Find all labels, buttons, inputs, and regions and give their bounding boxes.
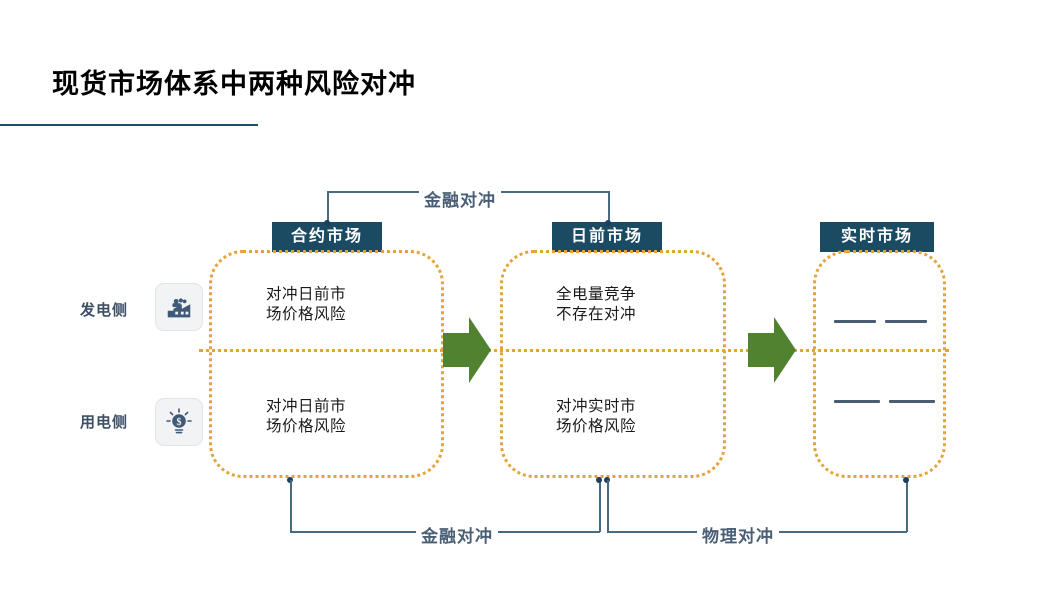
market-box-contract[interactable]: [209, 250, 444, 478]
cell-contract-generation: 对冲日前市 场价格风险: [266, 286, 347, 323]
market-header-contract[interactable]: 合约市场: [272, 222, 382, 252]
redacted-dashes-consumption: [834, 400, 935, 403]
top-connector-left-vertical: [327, 191, 329, 223]
top-connector-right-vertical: [608, 191, 610, 223]
cell-dayahead-consumption: 对冲实时市 场价格风险: [556, 398, 637, 435]
title-underline-rule: [0, 124, 258, 126]
connector-label-physical-hedge: 物理对冲: [697, 522, 779, 547]
bottom-right-connector-vertical-start: [607, 480, 609, 532]
connector-label-top-financial-hedge: 金融对冲: [419, 186, 501, 211]
bottom-right-connector-vertical-end: [906, 480, 908, 532]
row-divider-dotted: [199, 349, 949, 352]
top-connector-left-dot: [324, 220, 330, 226]
lightbulb-dollar-icon: $: [155, 398, 203, 446]
market-header-dayahead[interactable]: 日前市场: [552, 222, 662, 252]
factory-icon: [155, 283, 203, 331]
flow-arrow-contract-to-dayahead: [443, 315, 491, 385]
market-box-dayahead[interactable]: [500, 250, 726, 478]
cell-dayahead-generation: 全电量竞争 不存在对冲: [556, 286, 637, 323]
redacted-dashes-generation: [834, 320, 927, 323]
dash-mark: [834, 400, 880, 403]
market-header-realtime[interactable]: 实时市场: [820, 222, 934, 252]
bottom-right-connector-end-dot: [903, 477, 909, 483]
bottom-left-connector-vertical-start: [290, 480, 292, 532]
dash-mark: [889, 400, 935, 403]
cell-contract-consumption: 对冲日前市 场价格风险: [266, 398, 347, 435]
row-label-generation: 发电侧: [80, 302, 129, 319]
row-label-consumption: 用电侧: [80, 414, 129, 431]
bottom-left-connector-vertical-end: [599, 480, 601, 532]
connector-label-bottom-financial-hedge: 金融对冲: [416, 522, 498, 547]
flow-arrow-dayahead-to-realtime: [748, 315, 796, 385]
dash-mark: [834, 320, 876, 323]
svg-text:$: $: [177, 417, 182, 428]
dash-mark: [885, 320, 927, 323]
page-title: 现货市场体系中两种风险对冲: [52, 69, 416, 99]
top-connector-right-dot: [605, 220, 611, 226]
market-box-realtime[interactable]: [813, 250, 946, 478]
bottom-left-connector-end-dot: [596, 477, 602, 483]
